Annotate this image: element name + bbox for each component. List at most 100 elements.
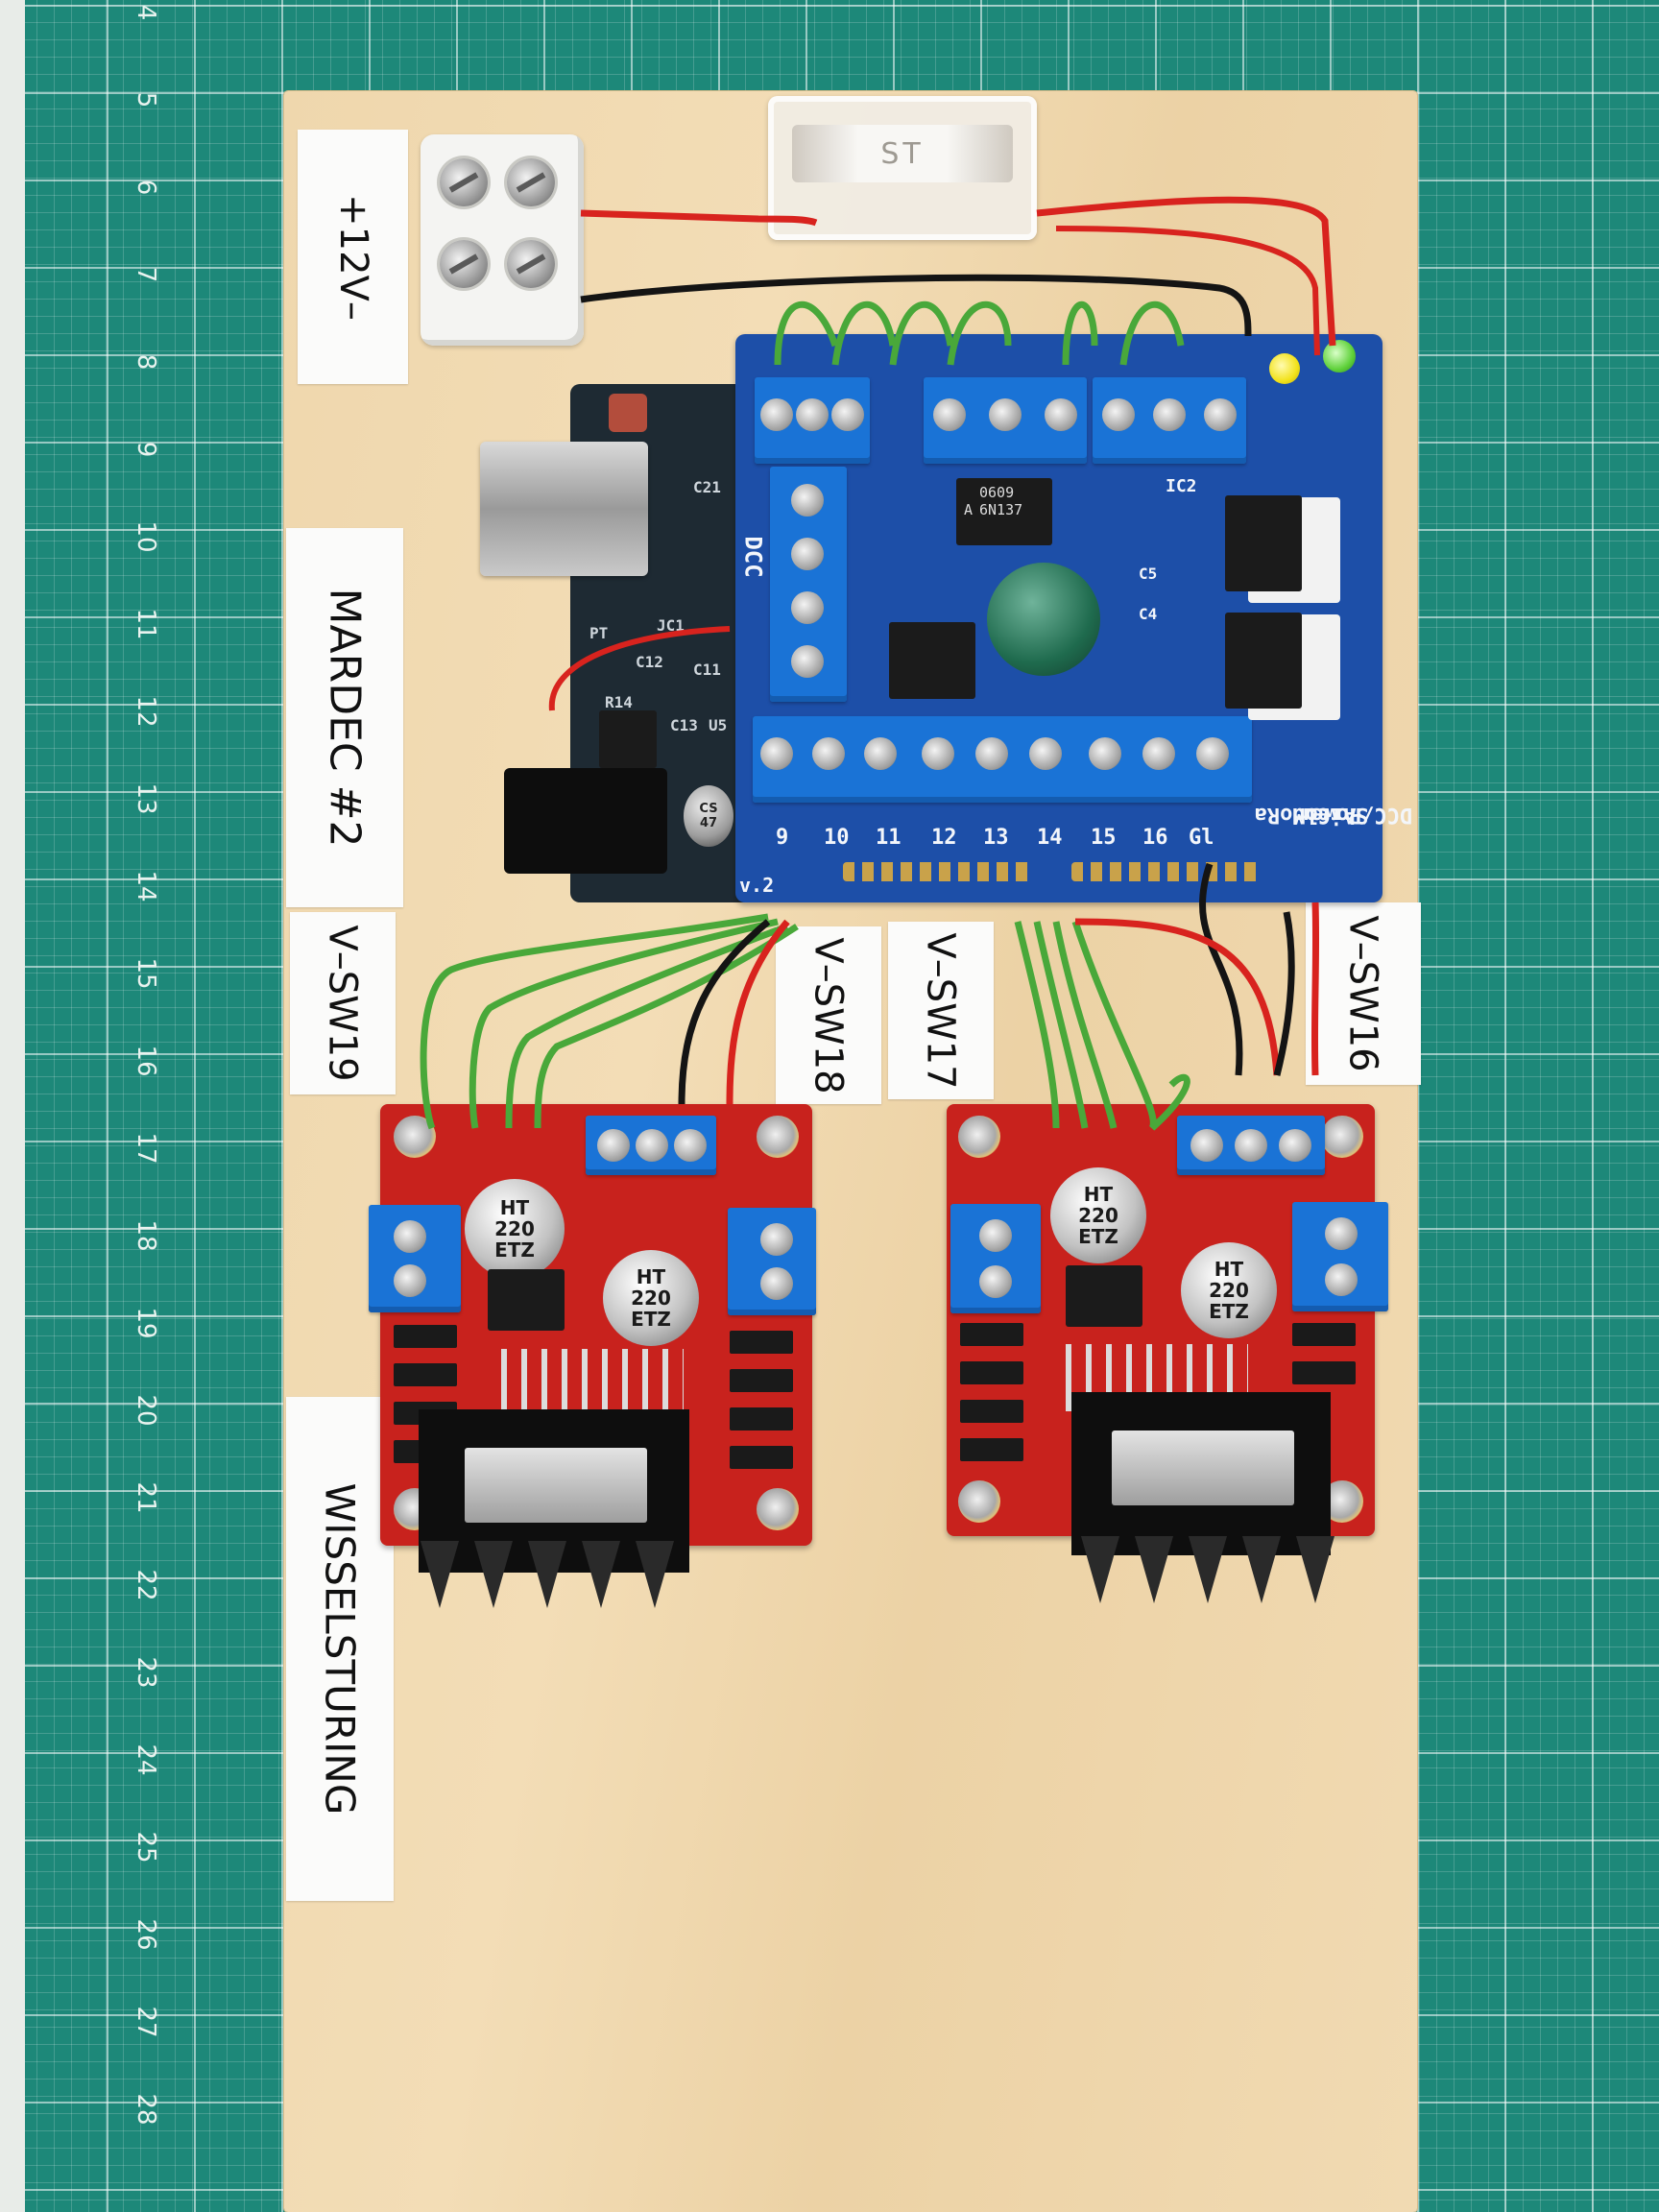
terminal-screw (440, 158, 488, 206)
terminal-block (1177, 1116, 1325, 1175)
label-power: +12V– (298, 130, 408, 384)
electrolytic-capacitor (987, 563, 1100, 676)
ruler-number: 21 (132, 1481, 160, 1514)
pin-label: 14 (1037, 826, 1063, 850)
heatsink (1071, 1392, 1331, 1555)
pin-label: 16 (1142, 826, 1168, 850)
output-terminal-block (753, 716, 1252, 803)
motor-output-terminal (950, 1204, 1041, 1313)
ruler-number: 13 (132, 782, 160, 815)
driver-ic (465, 1448, 647, 1523)
silk-label: C21 (693, 478, 721, 496)
heatsink-fins (1081, 1536, 1369, 1608)
terminal-block (586, 1116, 716, 1175)
ruler-number: 11 (132, 608, 160, 640)
header-pins (843, 862, 1035, 881)
mounting-hole (958, 1116, 1000, 1158)
ruler-number: 5 (132, 91, 160, 108)
fuse: ST (792, 125, 1013, 182)
regulator-chip (599, 710, 657, 768)
motor-output-terminal (1292, 1202, 1388, 1311)
heatsink-fins (421, 1541, 709, 1613)
mat-edge (0, 0, 25, 2212)
voltage-regulator (1225, 495, 1302, 591)
pin-label: 15 (1091, 826, 1117, 850)
ic-pins (501, 1349, 684, 1416)
terminal-block (924, 377, 1087, 464)
header-pins (1071, 862, 1263, 881)
dc-barrel-jack (504, 768, 667, 874)
dcc-label: DCC (739, 536, 767, 578)
optocoupler-chip: 0609 6N137 A (956, 478, 1052, 545)
ruler-number: 9 (132, 441, 160, 458)
ruler-number: 18 (132, 1219, 160, 1252)
green-led (1323, 340, 1356, 373)
diode (960, 1438, 1023, 1461)
mounting-hole (1321, 1116, 1363, 1158)
pin-label: 12 (931, 826, 957, 850)
pin-label: 9 (776, 826, 789, 850)
ruler-number: 22 (132, 1569, 160, 1601)
pin-label: 13 (983, 826, 1009, 850)
pin-label: 10 (824, 826, 850, 850)
version-label: v.2 (739, 874, 775, 897)
ruler-number: 24 (132, 1743, 160, 1776)
mounting-hole (958, 1480, 1000, 1523)
ruler-number: 6 (132, 179, 160, 196)
ruler-number: 7 (132, 266, 160, 283)
mounting-hole (757, 1488, 799, 1530)
pin-label: Gl (1189, 826, 1214, 850)
silk-label: U5 (709, 716, 728, 734)
silk-label: JC1 (657, 616, 685, 635)
silk-label: PT (589, 624, 609, 642)
reset-button (609, 394, 647, 432)
diode (960, 1323, 1023, 1346)
driver-ic (1112, 1431, 1294, 1505)
silk-label: C12 (636, 653, 663, 671)
ruler-number: 25 (132, 1831, 160, 1863)
ruler-number: 23 (132, 1656, 160, 1689)
silk-label: R14 (605, 693, 633, 711)
ruler-number: 8 (132, 353, 160, 371)
capacitor: CS 47 (684, 785, 733, 847)
silk-label: IC2 (1166, 476, 1197, 496)
terminal-screw (507, 158, 555, 206)
dcc-power-shield: 0609 6N137 A IC2 C5 C4 9 10 11 12 13 14 … (735, 334, 1382, 902)
mounting-hole (394, 1116, 436, 1158)
diode (730, 1331, 793, 1354)
label-function: WISSELSTURING (286, 1397, 394, 1901)
diode (960, 1361, 1023, 1384)
ruler-number: 4 (132, 4, 160, 21)
pin-label: 11 (876, 826, 902, 850)
voltage-regulator (1225, 613, 1302, 709)
motor-output-terminal (369, 1205, 461, 1312)
diode (394, 1325, 457, 1348)
label-sw16: V–SW16 (1306, 902, 1421, 1085)
ruler-number: 27 (132, 2006, 160, 2038)
ruler-number: 20 (132, 1394, 160, 1427)
shield-title: DCC/Power Shield ArCoMoRa (1255, 803, 1413, 827)
regulator-chip (488, 1269, 565, 1331)
ruler-number: 26 (132, 1918, 160, 1951)
label-sw19: V–SW19 (290, 912, 396, 1094)
label-sw17: V–SW17 (888, 922, 994, 1099)
ruler-number: 14 (132, 870, 160, 902)
ruler-number: 16 (132, 1045, 160, 1077)
usb-b-port (480, 442, 648, 576)
terminal-block (1093, 377, 1246, 464)
diode (730, 1369, 793, 1392)
motor-output-terminal (728, 1208, 816, 1315)
ruler-number: 10 (132, 520, 160, 553)
ruler-number: 12 (132, 695, 160, 728)
fuse-holder: ST (768, 96, 1037, 240)
regulator-chip (1066, 1265, 1142, 1327)
silk-label: C11 (693, 661, 721, 679)
bridge-chip (889, 622, 975, 699)
ruler-number: 28 (132, 2093, 160, 2126)
ruler-number: 15 (132, 957, 160, 990)
terminal-screw (440, 240, 488, 288)
